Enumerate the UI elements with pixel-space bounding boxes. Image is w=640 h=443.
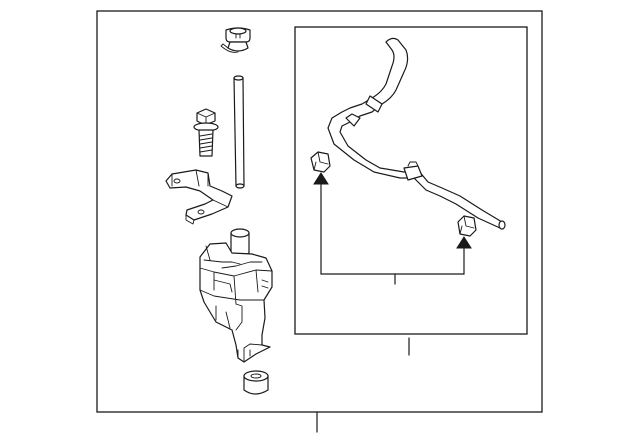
filler-neck-tube — [233, 75, 245, 189]
grommet — [243, 370, 269, 395]
washer-pump — [230, 228, 250, 257]
clip-callout-lines — [320, 183, 465, 285]
filler-cap — [220, 27, 251, 53]
mounting-bracket — [165, 169, 233, 225]
mounting-bolt — [193, 108, 219, 157]
hose-subassembly-frame — [294, 26, 528, 335]
washer-reservoir — [199, 242, 273, 363]
washer-hose — [327, 37, 506, 230]
